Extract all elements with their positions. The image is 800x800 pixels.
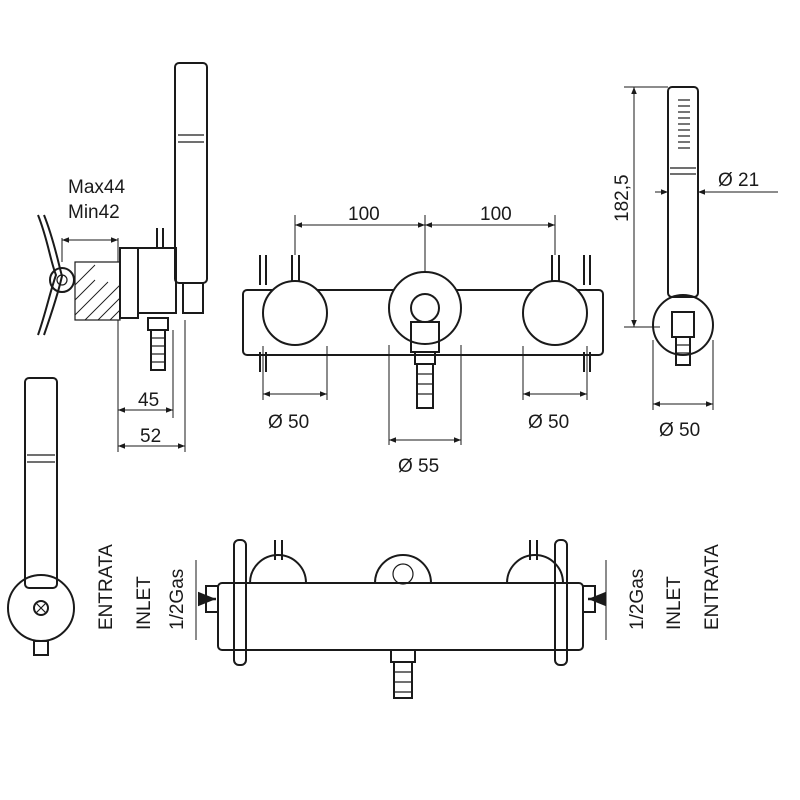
min-depth-label: Min42	[68, 202, 120, 223]
right-inlet-gas: 1/2Gas	[627, 569, 648, 630]
right-inlet-inlet: INLET	[664, 576, 685, 630]
dia-handle-label: Ø 21	[718, 170, 759, 191]
dia-right-label: Ø 50	[528, 412, 569, 433]
dim-52-label: 52	[140, 426, 161, 447]
spray-holes	[678, 99, 690, 149]
dim-45-label: 45	[138, 390, 159, 411]
right-inlet-entrata: ENTRATA	[702, 544, 723, 630]
height-label: 182,5	[612, 174, 633, 222]
left-inlet-inlet: INLET	[134, 576, 155, 630]
side-view: Max44 Min42 45 52	[37, 62, 208, 452]
left-inlet-gas: 1/2Gas	[167, 569, 188, 630]
spacing-right-label: 100	[480, 204, 512, 225]
left-inlet-entrata: ENTRATA	[96, 544, 117, 630]
handshower-side-view	[7, 377, 75, 656]
dia-bracket-label: Ø 50	[659, 420, 700, 441]
dia-center-label: Ø 55	[398, 456, 439, 477]
wall-hatch	[74, 264, 121, 321]
dia-left-label: Ø 50	[268, 412, 309, 433]
bottom-view: ENTRATA INLET 1/2Gas 1/2Gas INLET ENTRAT…	[96, 539, 723, 699]
spacing-left-label: 100	[348, 204, 380, 225]
front-view: 100 100 Ø 50 Ø 55 Ø 50	[242, 204, 604, 477]
handshower-view: 182,5 Ø 21 Ø 50	[612, 86, 778, 441]
max-depth-label: Max44	[68, 177, 125, 198]
